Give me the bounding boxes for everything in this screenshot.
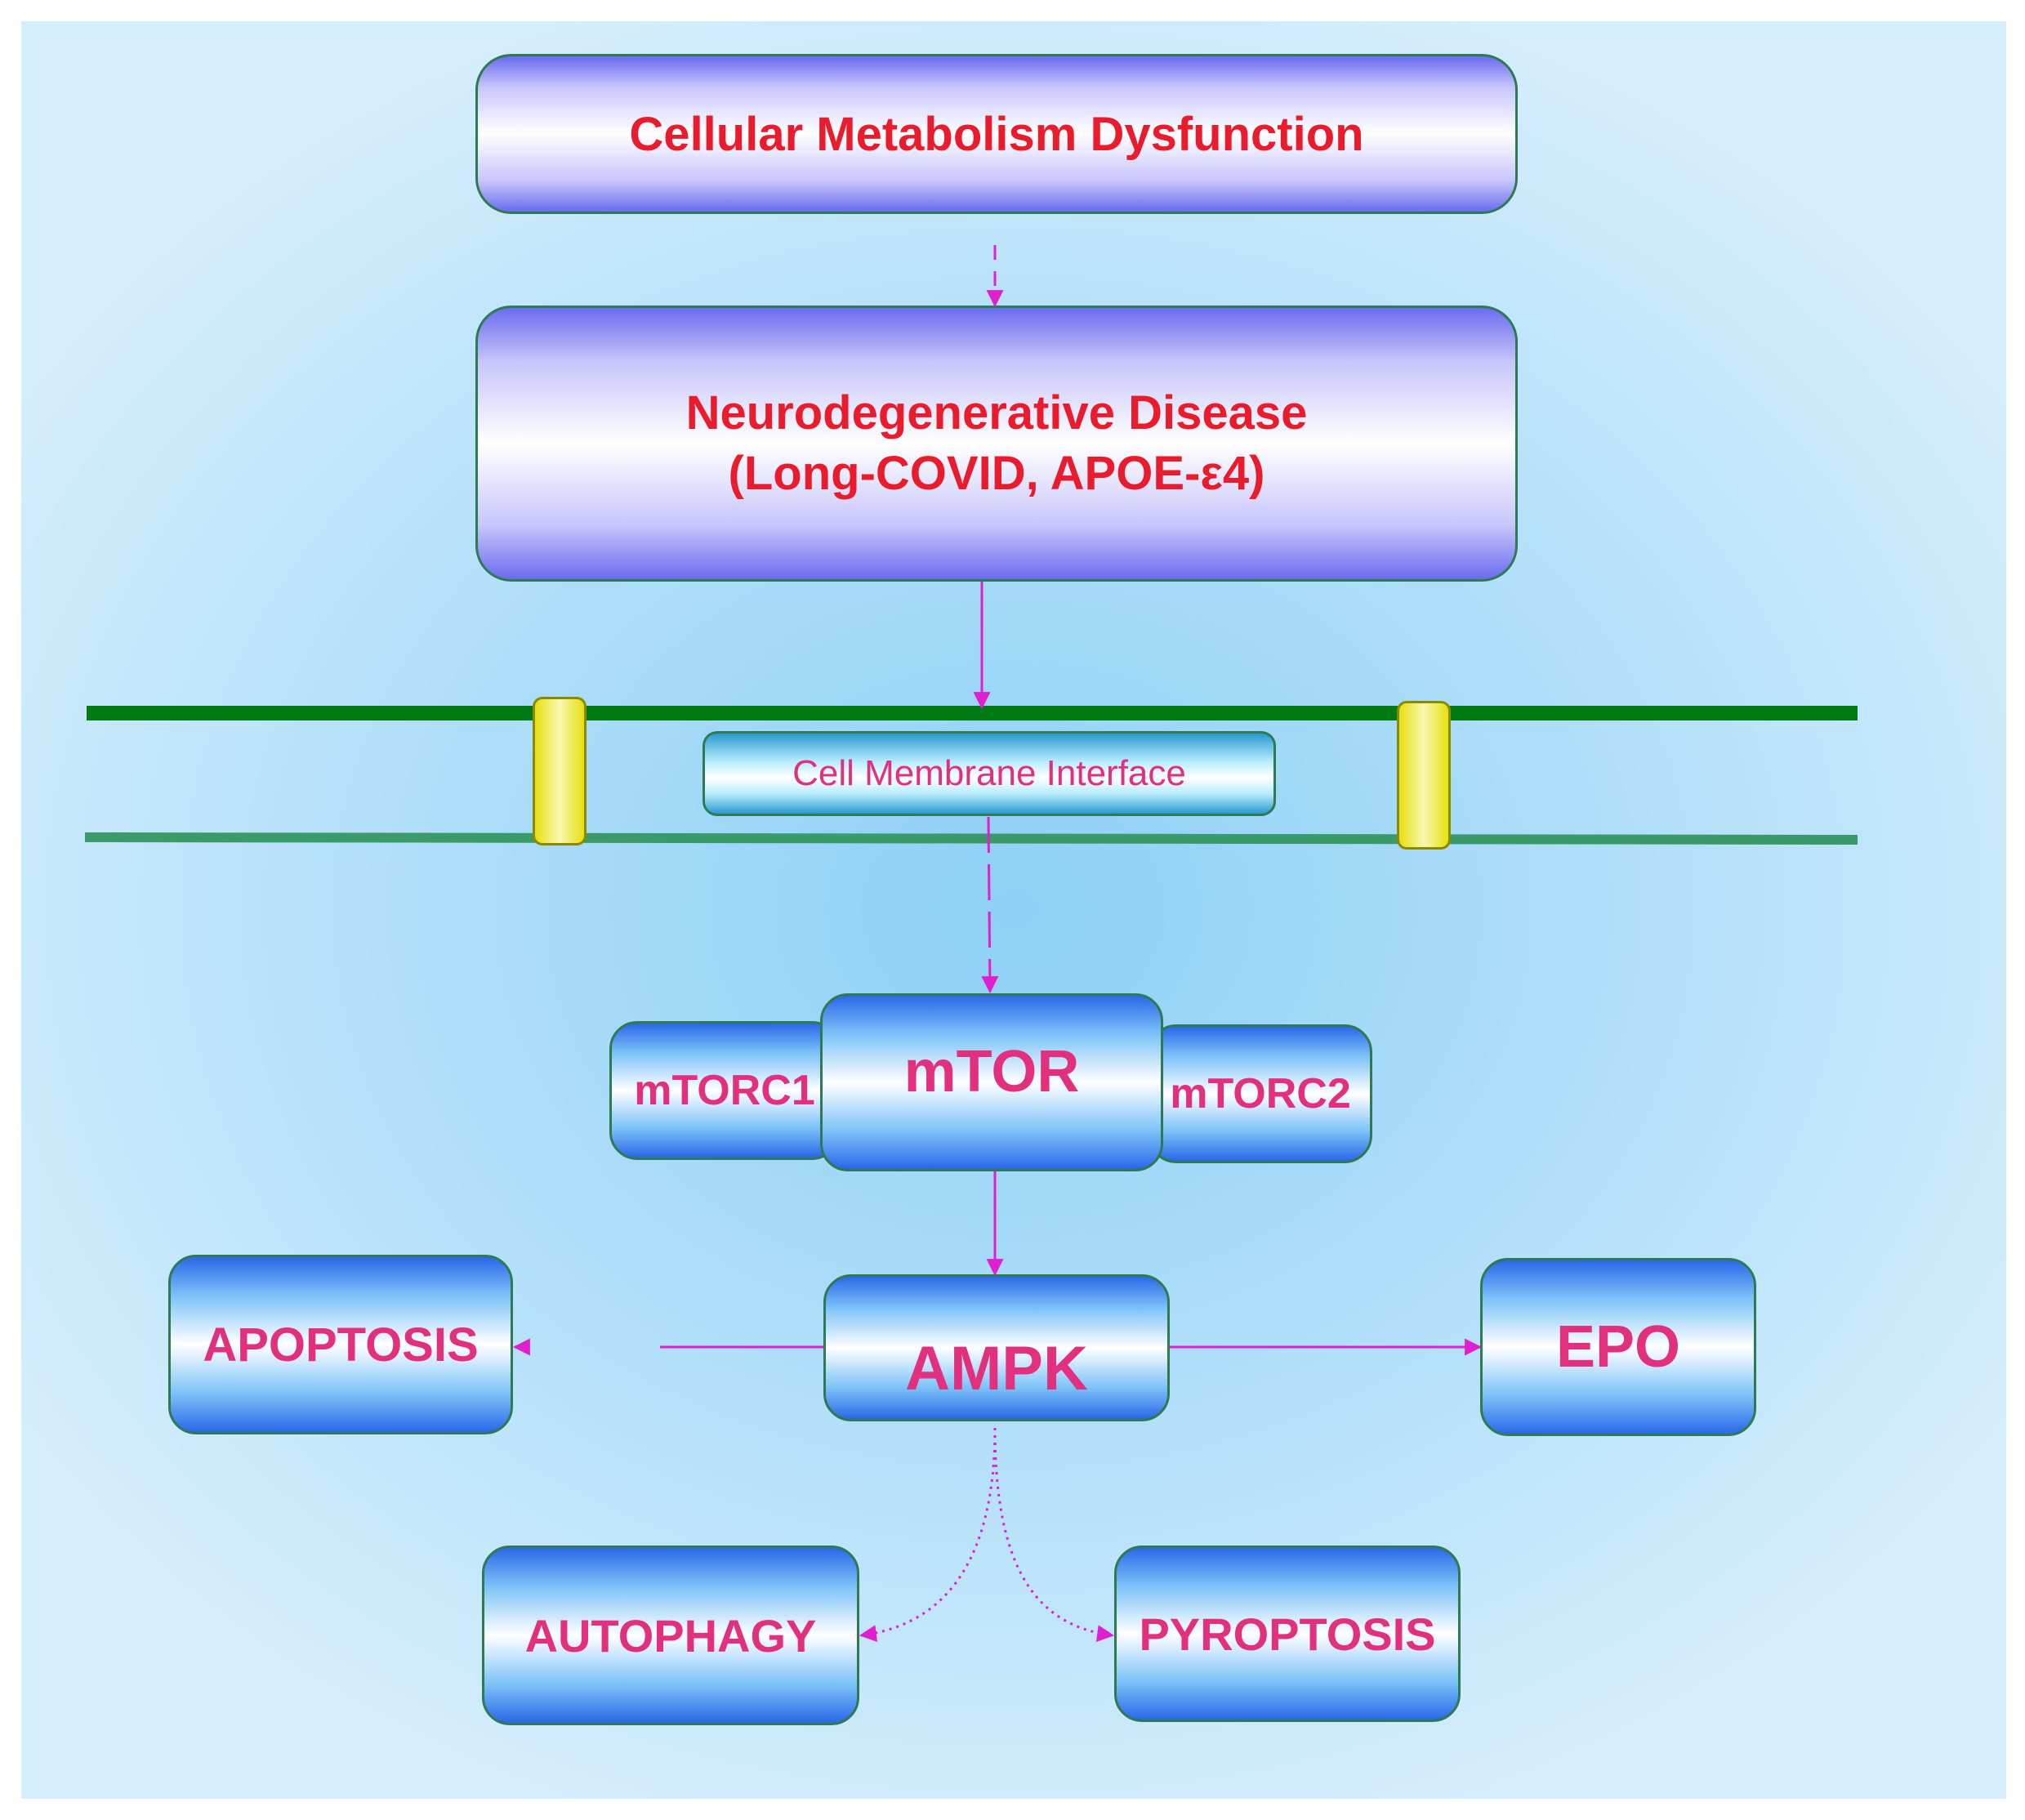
node-label: PYROPTOSIS xyxy=(1139,1608,1436,1660)
edge-ampk-to-pyroptosis xyxy=(993,1427,1115,1643)
node-neurodegenerative-disease: Neurodegenerative Disease (Long-COVID, A… xyxy=(475,306,1518,582)
node-cell-membrane-interface: Cell Membrane Interface xyxy=(703,731,1276,816)
node-label: EPO xyxy=(1555,1314,1681,1380)
node-pyroptosis: PYROPTOSIS xyxy=(1114,1546,1461,1722)
node-label: Neurodegenerative Disease (Long-COVID, A… xyxy=(685,386,1308,500)
node-apoptosis: APOPTOSIS xyxy=(168,1255,513,1434)
membrane-channel-right xyxy=(1397,701,1451,850)
node-label: mTOR xyxy=(903,1039,1080,1104)
membrane-inner-line xyxy=(84,832,1858,845)
node-autophagy: AUTOPHAGY xyxy=(482,1546,859,1725)
node-label: mTORC2 xyxy=(1170,1070,1351,1117)
node-label: AUTOPHAGY xyxy=(524,1609,817,1662)
node-label: Cell Membrane Interface xyxy=(792,753,1186,793)
node-cellular-metabolism-dysfunction: Cellular Metabolism Dysfunction xyxy=(475,54,1518,214)
node-epo: EPO xyxy=(1480,1258,1756,1436)
node-label: APOPTOSIS xyxy=(203,1318,479,1372)
membrane-channel-left xyxy=(533,697,587,845)
node-mtorc2: mTORC2 xyxy=(1149,1024,1372,1163)
node-ampk: AMPK xyxy=(823,1274,1170,1421)
node-label: AMPK xyxy=(905,1334,1088,1403)
node-mtorc1: mTORC1 xyxy=(609,1021,840,1160)
node-label: Cellular Metabolism Dysfunction xyxy=(629,107,1364,161)
edge-membrane-to-mtor xyxy=(981,816,999,994)
edge-ampk-to-autophagy xyxy=(859,1427,997,1643)
node-label: mTORC1 xyxy=(634,1067,815,1114)
node-mtor: mTOR xyxy=(820,993,1163,1171)
